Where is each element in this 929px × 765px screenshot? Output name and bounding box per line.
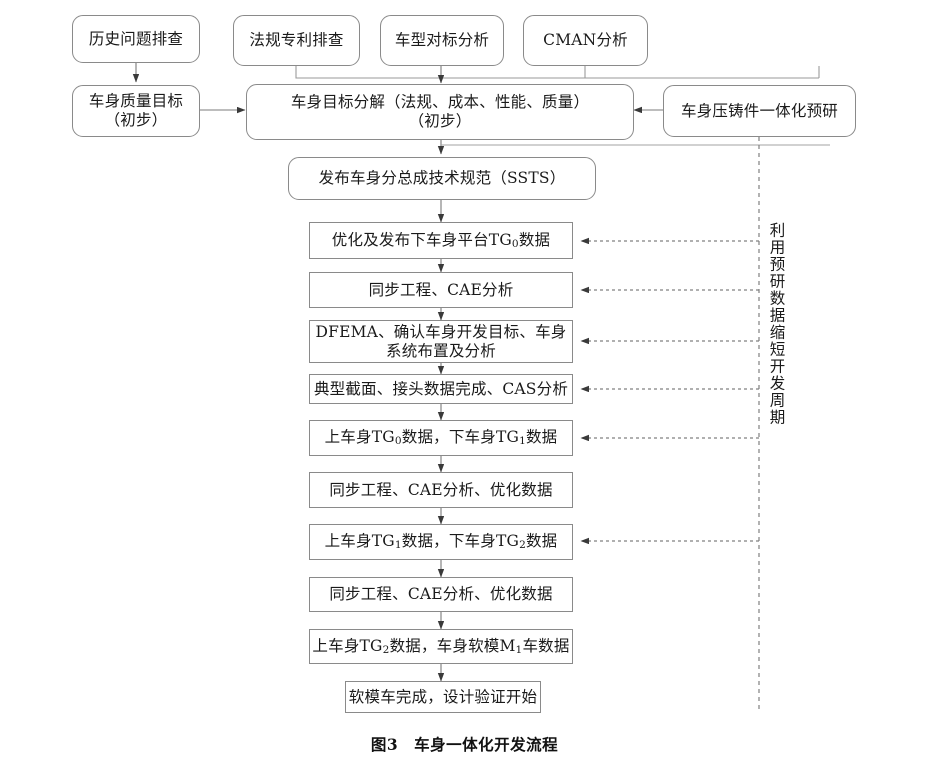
node-soft-die-complete-validation-start[interactable]: 软模车完成，设计验证开始 [345,681,541,713]
figure-caption: 图3 车身一体化开发流程 [370,735,559,754]
node-upper-tg2-soft-die-m1-label: 上车身TG2数据，车身软模M1车数据 [312,636,570,656]
node-publish-ssts[interactable]: 发布车身分总成技术规范（SSTS） [288,157,596,200]
node-upper-tg0-lower-tg1[interactable]: 上车身TG0数据，下车身TG1数据 [309,420,573,456]
node-tg0-platform-label: 优化及发布下车身平台TG0数据 [331,230,551,250]
node-tg0-platform-data[interactable]: 优化及发布下车身平台TG0数据 [309,222,573,259]
annotation-vertical-note: 利用预研数据缩短开发周期 [767,222,786,426]
node-upper-tg1-lower-tg2-label: 上车身TG1数据，下车身TG2数据 [324,532,558,552]
node-cman-analysis[interactable]: CMAN分析 [523,15,648,66]
node-sync-engineering-cae-1[interactable]: 同步工程、CAE分析 [309,272,573,308]
node-sync-engineering-cae-3[interactable]: 同步工程、CAE分析、优化数据 [309,577,573,612]
node-benchmark-analysis[interactable]: 车型对标分析 [380,15,504,66]
node-upper-tg2-soft-die-m1[interactable]: 上车身TG2数据，车身软模M1车数据 [309,629,573,664]
node-typical-section-cas[interactable]: 典型截面、接头数据完成、CAS分析 [309,374,573,404]
node-die-casting-integration-research[interactable]: 车身压铸件一体化预研 [663,85,856,137]
node-dfema-body-layout[interactable]: DFEMA、确认车身开发目标、车身 系统布置及分析 [309,320,573,363]
node-body-quality-target[interactable]: 车身质量目标 （初步） [72,85,200,137]
node-regulation-patent-review[interactable]: 法规专利排查 [233,15,360,66]
node-upper-tg0-lower-tg1-label: 上车身TG0数据，下车身TG1数据 [324,428,558,448]
node-history-issue-review[interactable]: 历史问题排查 [72,15,200,63]
node-upper-tg1-lower-tg2[interactable]: 上车身TG1数据，下车身TG2数据 [309,524,573,560]
edge-bus-regulation [295,66,819,79]
node-target-decomposition[interactable]: 车身目标分解（法规、成本、性能、质量） （初步） [246,84,634,140]
node-sync-engineering-cae-2[interactable]: 同步工程、CAE分析、优化数据 [309,472,573,508]
